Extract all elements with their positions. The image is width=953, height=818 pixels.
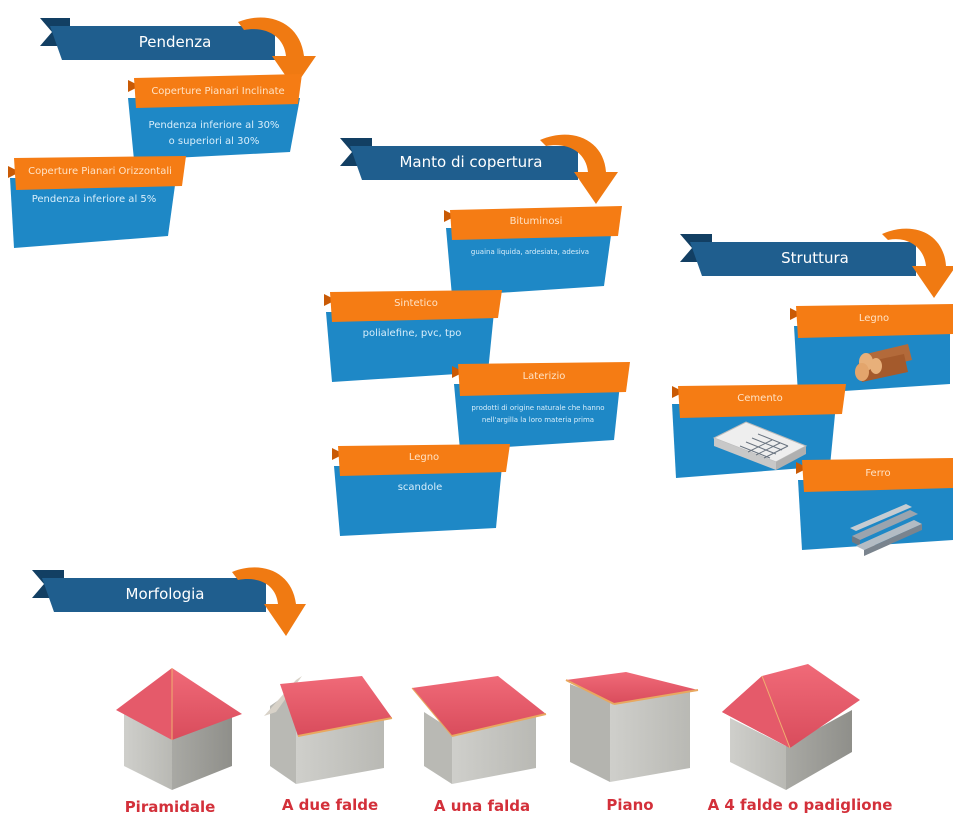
pendenza-card-orizzontali-label: Coperture Pianari Orizzontali <box>28 166 172 177</box>
concrete-slab-icon <box>712 421 808 470</box>
house-label-due-falde: A due falde <box>281 796 379 814</box>
pendenza-card-inclinate-label: Coperture Pianari Inclinate <box>151 86 285 97</box>
house-label-padiglione: A 4 falde o padiglione <box>707 796 893 814</box>
pendenza-card-inclinate-line1: Pendenza inferiore al 30% <box>148 120 280 131</box>
struttura-card-ferro-label: Ferro <box>865 468 891 479</box>
struttura-card-legno-label: Legno <box>858 313 890 324</box>
manto-card-sintetico-label: Sintetico <box>394 298 438 309</box>
morfologia-header-ribbon <box>32 570 266 612</box>
manto-card-bituminosi-label: Bituminosi <box>509 216 563 227</box>
manto-card-laterizio-line1: prodotti di origine naturale che hanno <box>471 404 605 412</box>
house-label-piano: Piano <box>606 796 654 814</box>
pendenza-card-inclinate <box>128 74 302 160</box>
house-label-piramidale: Piramidale <box>124 798 216 816</box>
pendenza-card-orizzontali <box>8 156 186 248</box>
pendenza-header-ribbon <box>40 18 275 60</box>
pendenza-card-inclinate-text: Pendenza inferiore al 30% o superiori al… <box>136 118 292 150</box>
hip-roof-house-icon <box>722 664 860 790</box>
manto-card-laterizio-label: Laterizio <box>522 371 566 382</box>
manto-card-bituminosi-text: guaina liquida, ardesiata, adesiva <box>470 248 590 256</box>
pyramid-roof-house-icon <box>116 668 242 790</box>
manto-header-ribbon <box>340 138 578 180</box>
manto-card-bituminosi <box>444 206 622 296</box>
manto-card-sintetico <box>324 290 502 382</box>
manto-card-legno <box>332 444 510 536</box>
pendenza-title: Pendenza <box>138 33 212 51</box>
struttura-arrow-icon <box>882 228 953 298</box>
logs-icon <box>855 344 912 382</box>
flat-roof-house-icon <box>565 672 699 782</box>
manto-arrow-icon <box>540 134 618 204</box>
struttura-card-cemento-label: Cemento <box>737 393 783 404</box>
manto-title: Manto di copertura <box>399 153 543 171</box>
pendenza-card-orizzontali-text: Pendenza inferiore al 5% <box>31 194 157 205</box>
morfologia-title: Morfologia <box>125 585 205 603</box>
shed-roof-house-icon <box>411 676 547 784</box>
gable-roof-house-icon <box>264 676 393 784</box>
manto-card-sintetico-text: polialefine, pvc, tpo <box>362 328 462 339</box>
pendenza-card-inclinate-line2: o superiori al 30% <box>168 136 260 147</box>
struttura-header-ribbon <box>680 234 916 276</box>
pendenza-arrow-icon <box>238 17 316 88</box>
steel-beams-icon <box>850 504 922 556</box>
morfologia-arrow-icon <box>232 567 306 636</box>
manto-card-laterizio-text: prodotti di origine naturale che hanno n… <box>458 402 618 426</box>
manto-card-legno-label: Legno <box>408 452 440 463</box>
manto-card-laterizio <box>452 362 630 450</box>
struttura-title: Struttura <box>781 249 849 267</box>
manto-card-legno-text: scandole <box>397 482 443 493</box>
house-label-una-falda: A una falda <box>433 797 531 815</box>
manto-card-laterizio-line2: nell'argilla la loro materia prima <box>481 416 595 424</box>
